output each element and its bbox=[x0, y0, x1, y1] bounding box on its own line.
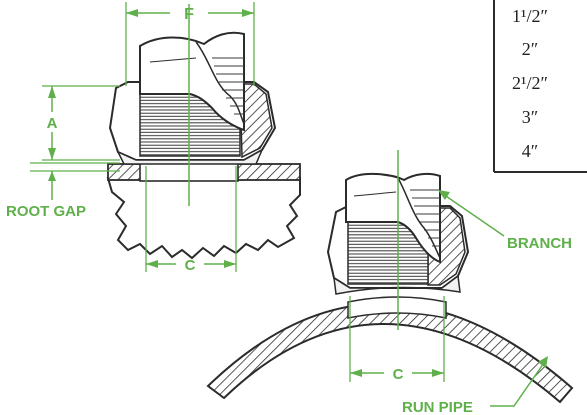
dimension-a-arrow-top bbox=[48, 86, 56, 98]
right-branch-thread-lines bbox=[410, 189, 440, 247]
right-run-pipe-wall bbox=[206, 302, 574, 404]
branch-leader bbox=[439, 191, 505, 237]
right-figure bbox=[206, 150, 574, 404]
dimension-c-left-arrow-left bbox=[146, 260, 158, 268]
left-fitting-bevel bbox=[116, 148, 264, 165]
dimension-a: A bbox=[42, 85, 120, 161]
right-fitting-saddle bbox=[333, 274, 461, 295]
left-branch-thread-lines bbox=[212, 57, 244, 115]
right-bore-opening bbox=[347, 296, 447, 319]
dimension-f-label: F bbox=[184, 6, 194, 23]
size-table-row-1: 1¹/2″ bbox=[512, 6, 548, 26]
left-branch-pipe bbox=[139, 31, 245, 132]
root-gap-label: ROOT GAP bbox=[6, 203, 86, 220]
size-table-row-5: 4″ bbox=[522, 141, 539, 161]
size-table-row-2: 2″ bbox=[522, 39, 539, 59]
dimension-f-arrow-right bbox=[242, 9, 254, 17]
branch-label: BRANCH bbox=[507, 235, 572, 252]
run-pipe-arrow bbox=[538, 356, 548, 368]
left-branch-break-line bbox=[195, 41, 245, 125]
branch-callout: BRANCH bbox=[438, 190, 572, 252]
left-figure bbox=[106, 4, 301, 260]
size-table: 1¹/2″ 2″ 2¹/2″ 3″ 4″ bbox=[493, 0, 587, 173]
size-table-row-4: 3″ bbox=[522, 107, 539, 127]
right-branch-break-line bbox=[397, 177, 441, 259]
dimension-c-right-arrow-right bbox=[432, 369, 444, 377]
root-gap-arrow bbox=[48, 171, 56, 181]
dimension-c-left: C bbox=[145, 166, 237, 274]
root-gap-callout: ROOT GAP bbox=[6, 162, 120, 220]
size-table-row-3: 2¹/2″ bbox=[512, 73, 548, 93]
dimension-f-arrow-left bbox=[126, 9, 138, 17]
left-run-pipe-section bbox=[106, 177, 301, 260]
dimension-f: F bbox=[125, 2, 255, 86]
branch-arrow bbox=[438, 190, 450, 200]
dimension-c-right: C bbox=[349, 296, 445, 383]
dimension-a-arrow-bottom bbox=[48, 148, 56, 160]
right-branch-pipe bbox=[345, 172, 441, 264]
run-pipe-label: RUN PIPE bbox=[402, 399, 473, 415]
dimension-c-left-arrow-right bbox=[224, 260, 236, 268]
dimension-c-right-label: C bbox=[393, 366, 404, 383]
dimension-c-left-label: C bbox=[185, 257, 196, 274]
dimension-c-right-arrow-left bbox=[350, 369, 362, 377]
run-pipe-callout: RUN PIPE bbox=[402, 356, 548, 415]
dimension-a-label: A bbox=[47, 115, 58, 132]
run-pipe-leader bbox=[490, 359, 547, 407]
right-branch-inner-line bbox=[353, 191, 397, 197]
